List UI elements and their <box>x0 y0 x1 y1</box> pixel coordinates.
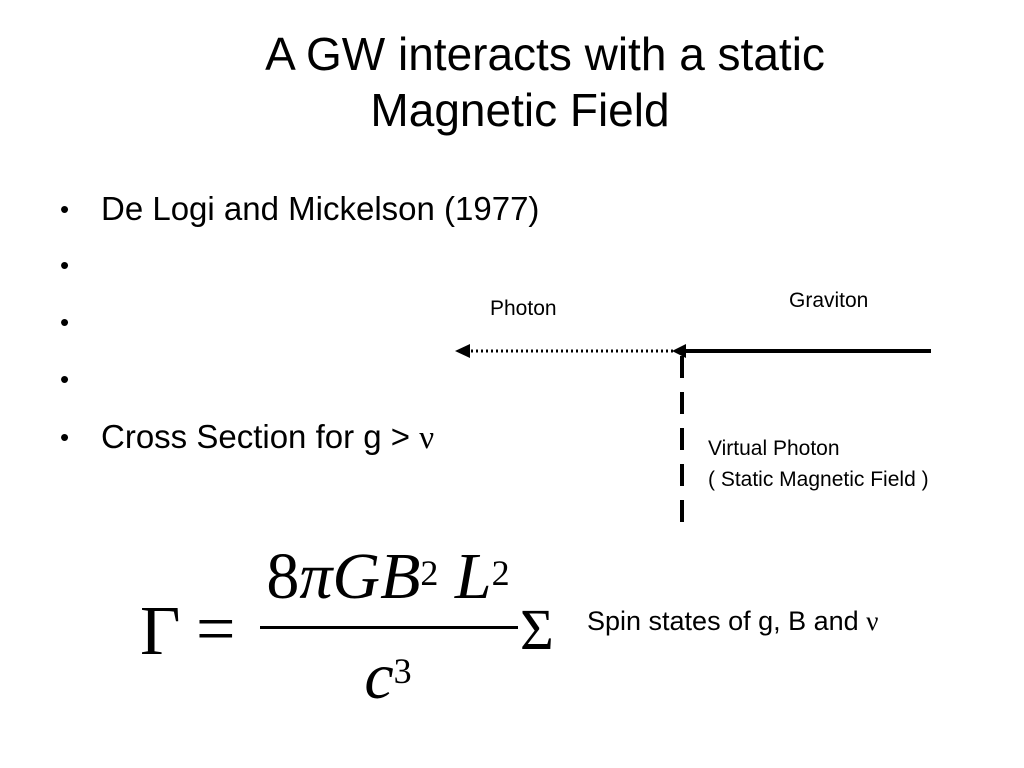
slide-title: A GW interacts with a static Magnetic Fi… <box>60 26 1024 138</box>
nu-symbol: ν <box>419 420 435 456</box>
numerator-pi: π <box>299 540 333 613</box>
virtual-photon-label: Virtual Photon ( Static Magnetic Field ) <box>708 433 929 495</box>
photon-label: Photon <box>490 297 557 320</box>
numerator-b: B <box>380 540 421 613</box>
bullet-icon: • <box>60 364 70 394</box>
denominator-exponent: 3 <box>393 651 412 691</box>
formula-equals: = <box>196 591 236 668</box>
bullet-list: • De Logi and Mickelson (1977) • • • • C… <box>60 190 540 457</box>
numerator-l: L <box>454 540 492 613</box>
graviton-arrowhead-icon <box>672 344 686 358</box>
numerator-l-exponent: 2 <box>491 553 510 593</box>
bullet-item-cross-section: • Cross Section for g > ν <box>60 418 540 457</box>
numerator-coefficient: 8 <box>266 540 300 613</box>
formula-denominator: c3 <box>258 640 518 714</box>
formula-gamma: Γ <box>140 593 181 670</box>
bullet-text: De Logi and Mickelson (1977) <box>101 190 540 227</box>
bullet-item-empty: • <box>60 360 540 398</box>
bullet-text: Cross Section for g > <box>101 418 420 455</box>
feynman-diagram <box>455 344 931 522</box>
bullet-icon: • <box>60 307 70 337</box>
virtual-photon-label-line-2: ( Static Magnetic Field ) <box>708 468 929 491</box>
spin-nu-symbol: ν <box>866 606 879 636</box>
bullet-item-reference: • De Logi and Mickelson (1977) <box>60 190 540 228</box>
numerator-g: G <box>332 540 381 613</box>
virtual-photon-label-line-1: Virtual Photon <box>708 437 840 460</box>
fraction-bar <box>260 626 518 629</box>
bullet-item-empty: • <box>60 303 540 341</box>
title-line-2: Magnetic Field <box>370 84 670 136</box>
denominator-c: c <box>364 640 394 713</box>
graviton-label: Graviton <box>789 289 869 312</box>
numerator-b-exponent: 2 <box>420 553 439 593</box>
formula-numerator: 8πGB2 L2 <box>258 540 518 614</box>
photon-arrowhead-icon <box>455 344 470 358</box>
title-line-1: A GW interacts with a static <box>265 28 825 80</box>
bullet-icon: • <box>60 250 70 280</box>
formula-sum: Σ <box>520 597 554 662</box>
spin-states-text: Spin states of g, B and ν <box>587 603 878 639</box>
bullet-item-empty: • <box>60 246 540 284</box>
spin-states-label: Spin states of g, B and <box>587 606 867 636</box>
bullet-icon: • <box>60 422 70 452</box>
bullet-icon: • <box>60 194 70 224</box>
cross-section-formula: Γ = 8πGB2 L2 c3 Σ <box>140 540 580 720</box>
